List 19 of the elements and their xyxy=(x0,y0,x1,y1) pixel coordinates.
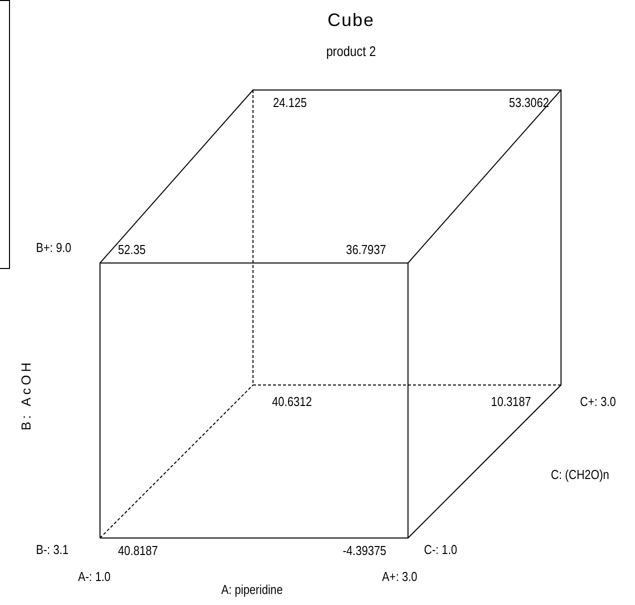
axis-title: C: (CH2O)n xyxy=(550,467,610,482)
factor-level: B+: 9.0 xyxy=(36,240,72,255)
corner-value: 40.8187 xyxy=(118,543,158,558)
subtitle: product 2 xyxy=(326,44,376,59)
corner-value: 10.3187 xyxy=(491,394,531,409)
corner-value: 36.7937 xyxy=(346,242,386,257)
factor-level: A+: 3.0 xyxy=(382,569,418,584)
corner-value: 40.6312 xyxy=(272,394,312,409)
corner-value: 24.125 xyxy=(273,95,307,110)
factor-level: A-: 1.0 xyxy=(78,569,111,584)
axis-title: B: AcOH xyxy=(18,360,34,430)
factor-level: C+: 3.0 xyxy=(580,394,616,409)
axis-title: A: piperidine xyxy=(221,582,283,597)
corner-value: 52.35 xyxy=(118,242,146,257)
chart-title: Cube xyxy=(327,10,375,31)
corner-value: -4.39375 xyxy=(342,543,386,558)
factor-level: C-: 1.0 xyxy=(424,542,458,557)
factor-level: B-: 3.1 xyxy=(36,542,69,557)
corner-value: 53.3062 xyxy=(509,95,549,110)
